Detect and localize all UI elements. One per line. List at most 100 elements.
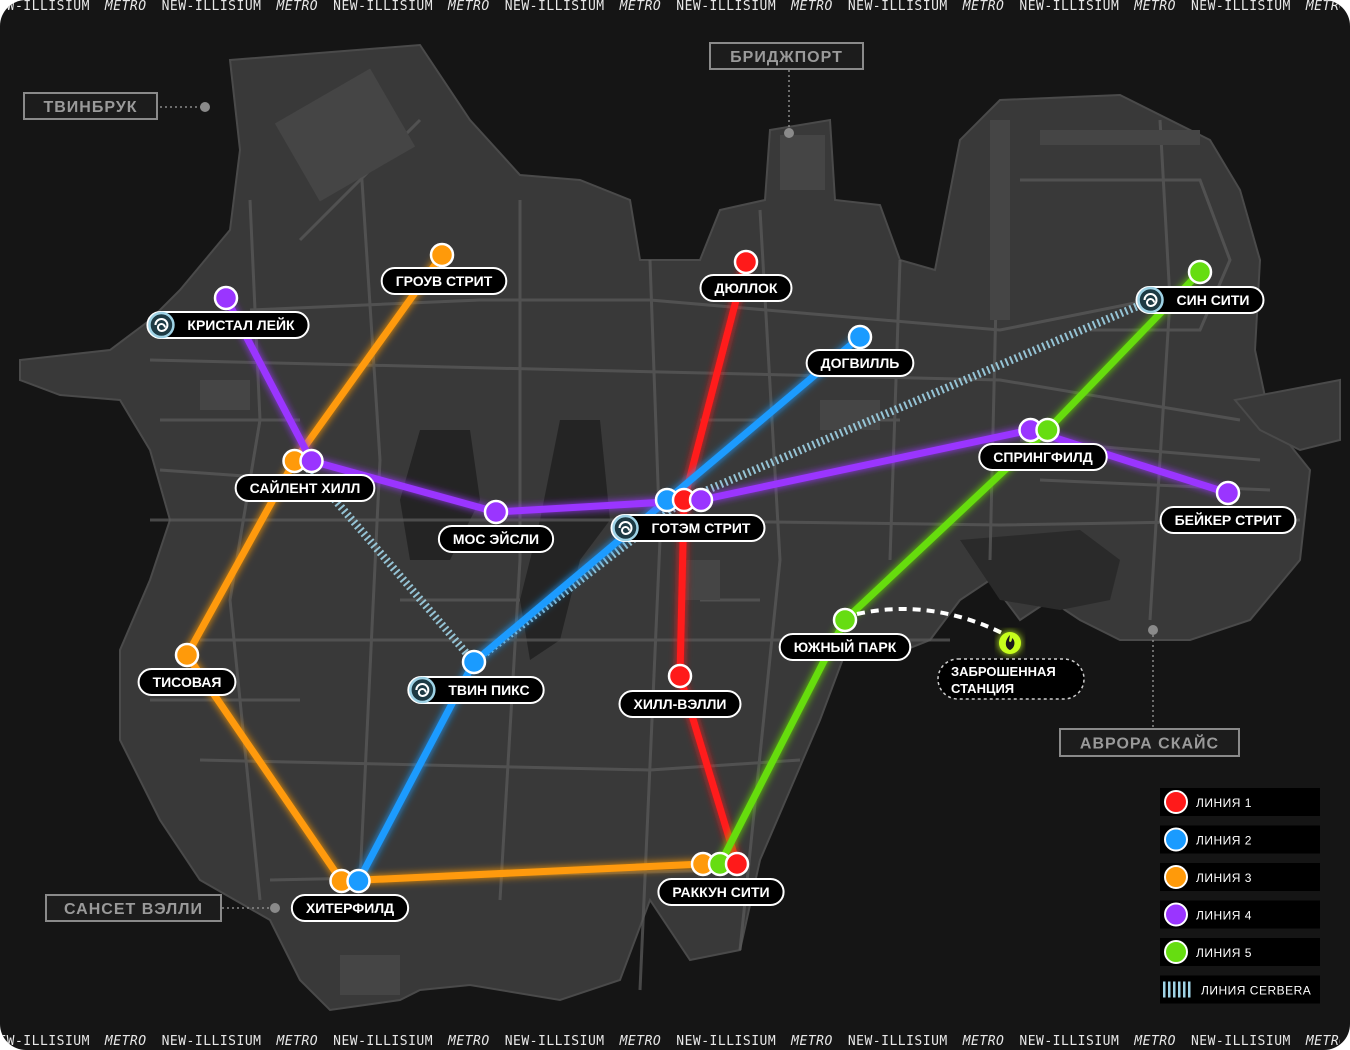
station-dot-silent-hill[interactable] — [299, 448, 324, 474]
ticker-word: METRO — [448, 1034, 490, 1049]
swirl-icon — [148, 311, 175, 339]
swirl-icon — [1137, 286, 1164, 314]
district-marker — [784, 128, 794, 138]
ticker-word: METRO — [1134, 0, 1176, 14]
station-dot-twin-peaks[interactable] — [461, 649, 487, 675]
station-label-pill — [657, 878, 785, 906]
station-name: МОС ЭЙСЛИ — [453, 530, 539, 547]
district-frame — [709, 42, 864, 70]
station-name: ХИТЕРФИЛД — [306, 900, 394, 916]
legend-swatch — [1164, 827, 1188, 852]
station-label-pill — [1159, 506, 1297, 534]
station-dot-tisovaya[interactable] — [174, 642, 200, 668]
ticker-brand: NEW-ILLISIUM — [1190, 1034, 1291, 1049]
station-label-baker-street[interactable]: БЕЙКЕР СТРИТ — [1159, 506, 1297, 534]
station-label-raccoon-city[interactable]: РАККУН СИТИ — [657, 878, 785, 906]
station-label-pill — [290, 894, 410, 922]
ticker-brand: NEW-ILLISIUM — [847, 0, 948, 14]
ticker-word: METRO — [962, 0, 1005, 14]
station-dot-moss-eisley[interactable] — [483, 499, 509, 525]
metro-line-2 — [355, 333, 864, 885]
flame-icon — [1005, 635, 1015, 650]
station-label-hitterfield[interactable]: ХИТЕРФИЛД — [290, 894, 410, 922]
ticker-word: METRO — [1305, 1034, 1340, 1049]
ticker-brand: NEW-ILLISIUM — [676, 1034, 777, 1049]
legend-item-line-1: ЛИНИЯ 1 — [1160, 788, 1320, 816]
ticker-brand: NEW-ILLISIUM — [333, 0, 434, 14]
station-label-hill-valley[interactable]: ХИЛЛ-ВЭЛЛИ — [618, 690, 742, 718]
district-bridgeport: БРИДЖПОРТ — [709, 42, 864, 138]
ticker-brand: NEW-ILLISIUM — [504, 0, 605, 14]
ticker-word: METRO — [276, 0, 319, 14]
ticker-word: METRO — [276, 1034, 319, 1049]
legend-item-cerbera: ЛИНИЯ CERBERA — [1160, 975, 1320, 1004]
station-label-pill — [805, 349, 915, 377]
ticker-word: METRO — [619, 0, 662, 14]
legend-swatch — [1164, 790, 1188, 814]
station-label-gotham[interactable]: ГОТЭМ СТРИТ — [610, 514, 766, 542]
station-label-pill — [234, 474, 376, 502]
abandoned-connector — [856, 606, 1003, 635]
cerbera-segment — [301, 462, 478, 665]
station-label-moss-eisley[interactable]: МОС ЭЙСЛИ — [437, 525, 555, 553]
station-name: КРИСТАЛ ЛЕЙК — [187, 316, 295, 333]
station-label-grove-street[interactable]: ГРОУВ СТРИТ — [380, 267, 508, 295]
station-label-tisovaya[interactable]: ТИСОВАЯ — [137, 668, 237, 696]
ticker-brand: NEW-ILLISIUM — [161, 1034, 262, 1049]
station-name: ГРОУВ СТРИТ — [396, 273, 493, 289]
station-name: ДОГВИЛЛЬ — [821, 355, 900, 371]
station-label-pill — [137, 668, 237, 696]
station-label-south-park[interactable]: ЮЖНЫЙ ПАРК — [778, 633, 912, 661]
station-dot-dulok[interactable] — [733, 249, 759, 275]
station-label-dogville[interactable]: ДОГВИЛЛЬ — [805, 349, 915, 377]
cerbera-swatch — [1163, 981, 1191, 998]
station-dot-hill-valley[interactable] — [667, 663, 693, 689]
station-dot-springfield[interactable] — [1035, 417, 1060, 443]
district-name: САНСЕТ ВЭЛЛИ — [64, 901, 203, 918]
ticker-word: METRO — [791, 1034, 833, 1049]
station-dot-raccoon-city[interactable] — [724, 851, 750, 877]
station-dot-sin-city[interactable] — [1187, 259, 1213, 285]
station-dot-grove-street[interactable] — [429, 242, 455, 268]
station-dot-gotham[interactable] — [688, 487, 714, 513]
station-label-silent-hill[interactable]: САЙЛЕНТ ХИЛЛ — [234, 474, 376, 502]
station-name: ДЮЛЛОК — [715, 280, 778, 296]
legend-swatch — [1164, 902, 1188, 927]
district-frame — [1059, 728, 1240, 757]
station-label-crystal-lake[interactable]: КРИСТАЛ ЛЕЙК — [146, 311, 310, 339]
station-label-pill — [610, 514, 766, 542]
metro-line-5 — [716, 268, 1204, 868]
station-name: ГОТЭМ СТРИТ — [652, 520, 751, 536]
station-dot-hitterfield[interactable] — [346, 868, 371, 894]
station-dot-dogville[interactable] — [847, 324, 873, 350]
district-name: АВРОРА СКАЙС — [1080, 734, 1219, 753]
ticker-brand: NEW-ILLISIUM — [0, 1034, 90, 1049]
city-blocks — [200, 68, 1200, 995]
station-dot-baker-street[interactable] — [1215, 480, 1241, 506]
ticker-word: METRO — [104, 1034, 147, 1049]
district-frame — [23, 92, 158, 120]
district-name: ТВИНБРУК — [43, 99, 137, 116]
station-label-twin-peaks[interactable]: ТВИН ПИКС — [407, 676, 545, 704]
legend-label: ЛИНИЯ 2 — [1196, 834, 1252, 848]
station-dot-crystal-lake[interactable] — [213, 285, 239, 311]
station-label-pill — [380, 267, 508, 295]
ticker-brand: NEW-ILLISIUM — [1190, 0, 1291, 14]
metro-line-1 — [676, 258, 750, 868]
station-label-dulok[interactable]: ДЮЛЛОК — [699, 274, 793, 302]
station-label-pill — [1135, 286, 1265, 314]
ticker-brand: NEW-ILLISIUM — [161, 0, 262, 14]
district-name: БРИДЖПОРТ — [730, 49, 843, 66]
station-label-pill — [778, 633, 912, 661]
ticker-brand: NEW-ILLISIUM — [1019, 0, 1120, 14]
ticker-word: METRO — [448, 0, 490, 14]
district-aurora: АВРОРА СКАЙС — [1059, 625, 1240, 757]
station-label-springfield[interactable]: СПРИНГФИЛД — [978, 443, 1108, 471]
district-twinbrook: ТВИНБРУК — [23, 92, 210, 120]
station-label-sin-city[interactable]: СИН СИТИ — [1135, 286, 1265, 314]
station-label-pill — [978, 443, 1108, 471]
station-dot-south-park[interactable] — [832, 607, 858, 633]
legend-label: ЛИНИЯ 5 — [1196, 946, 1252, 960]
legend-label: ЛИНИЯ 4 — [1196, 909, 1252, 923]
